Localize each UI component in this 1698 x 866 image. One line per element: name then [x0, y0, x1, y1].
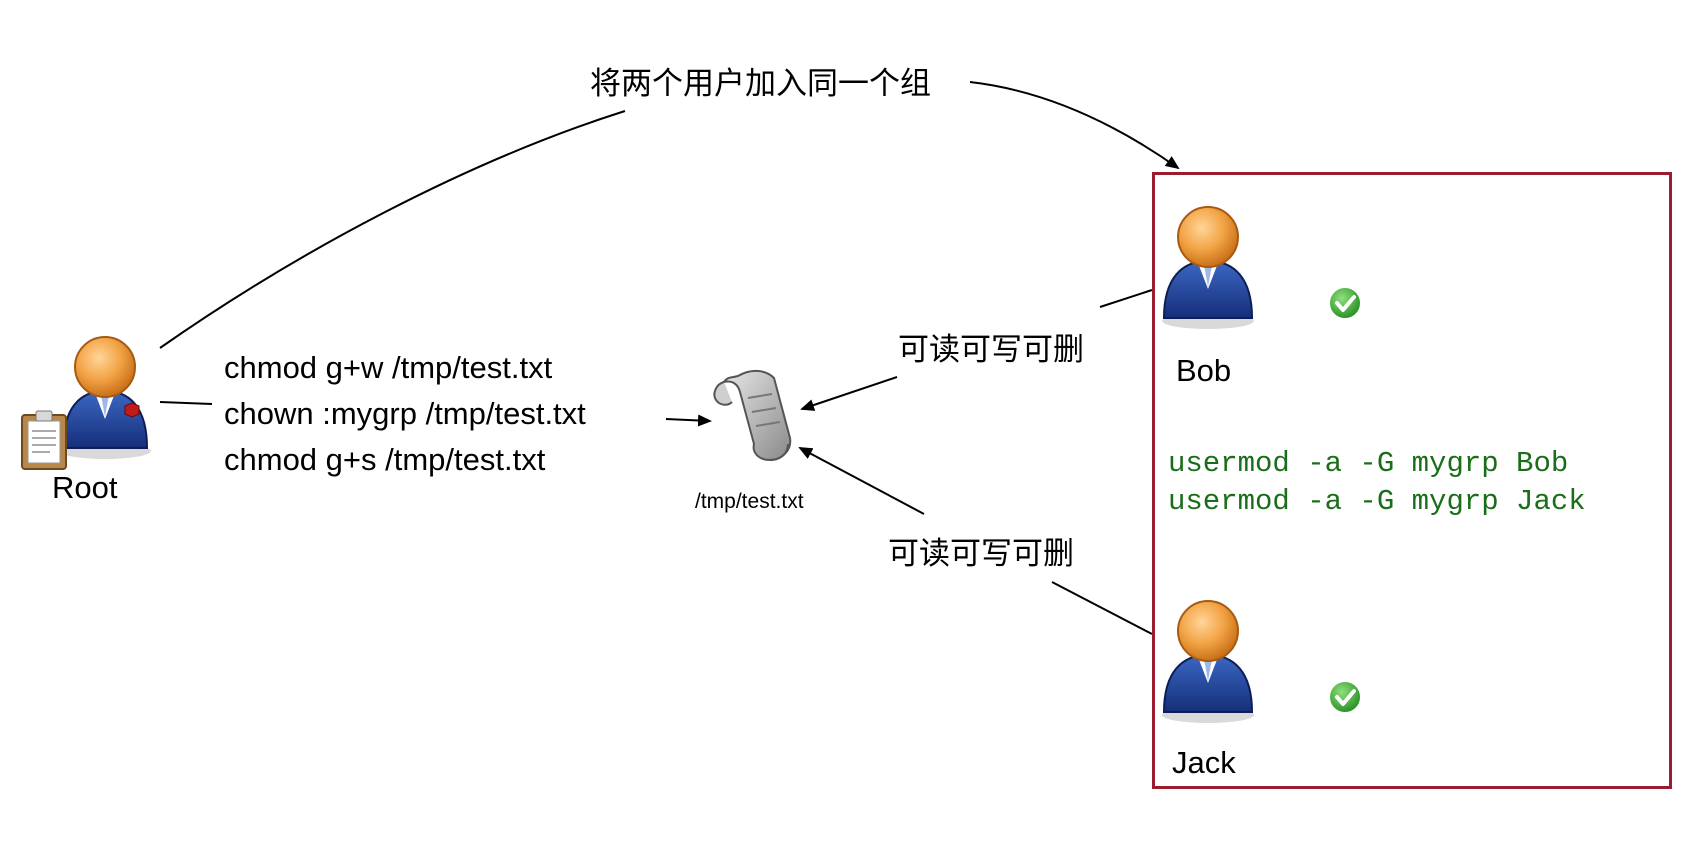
bob-user-icon [1162, 206, 1254, 329]
root-commands: chmod g+w /tmp/test.txt chown :mygrp /tm… [224, 345, 586, 483]
jack-to-label-line [1051, 581, 1153, 635]
root-command-line: chmod g+w /tmp/test.txt [224, 350, 553, 385]
root-command-line: chown :mygrp /tmp/test.txt [224, 396, 586, 431]
jack-user-icon [1162, 600, 1254, 723]
jack-permission-label: 可读可写可删 [888, 536, 1074, 571]
bob-check-icon [1328, 286, 1362, 320]
jack-label-to-file-arrow [798, 447, 925, 515]
bob-label-to-file-arrow [800, 376, 898, 411]
usermod-command-line: usermod -a -G mygrp Jack [1168, 485, 1586, 518]
jack-check-icon [1328, 680, 1362, 714]
file-name: /tmp/test.txt [695, 490, 804, 513]
root-user-icon [21, 336, 151, 470]
root-command-line: chmod g+s /tmp/test.txt [224, 442, 546, 477]
bob-permission-label: 可读可写可删 [898, 332, 1084, 367]
bob-to-label-line [1099, 289, 1153, 308]
usermod-command-line: usermod -a -G mygrp Bob [1168, 447, 1569, 480]
bob-name: Bob [1176, 353, 1232, 388]
group-box [1152, 172, 1672, 789]
root-name: Root [52, 470, 118, 505]
usermod-commands: usermod -a -G mygrp Bob usermod -a -G my… [1168, 445, 1586, 521]
add-users-to-group-label: 将两个用户加入同一个组 [590, 66, 931, 101]
jack-name: Jack [1172, 745, 1236, 780]
scroll-file-icon [713, 370, 792, 462]
root-to-commands-line [159, 401, 213, 405]
commands-to-file-arrow [665, 414, 712, 427]
label-to-group-arrow [969, 81, 1180, 170]
root-to-label-curve [159, 110, 626, 349]
